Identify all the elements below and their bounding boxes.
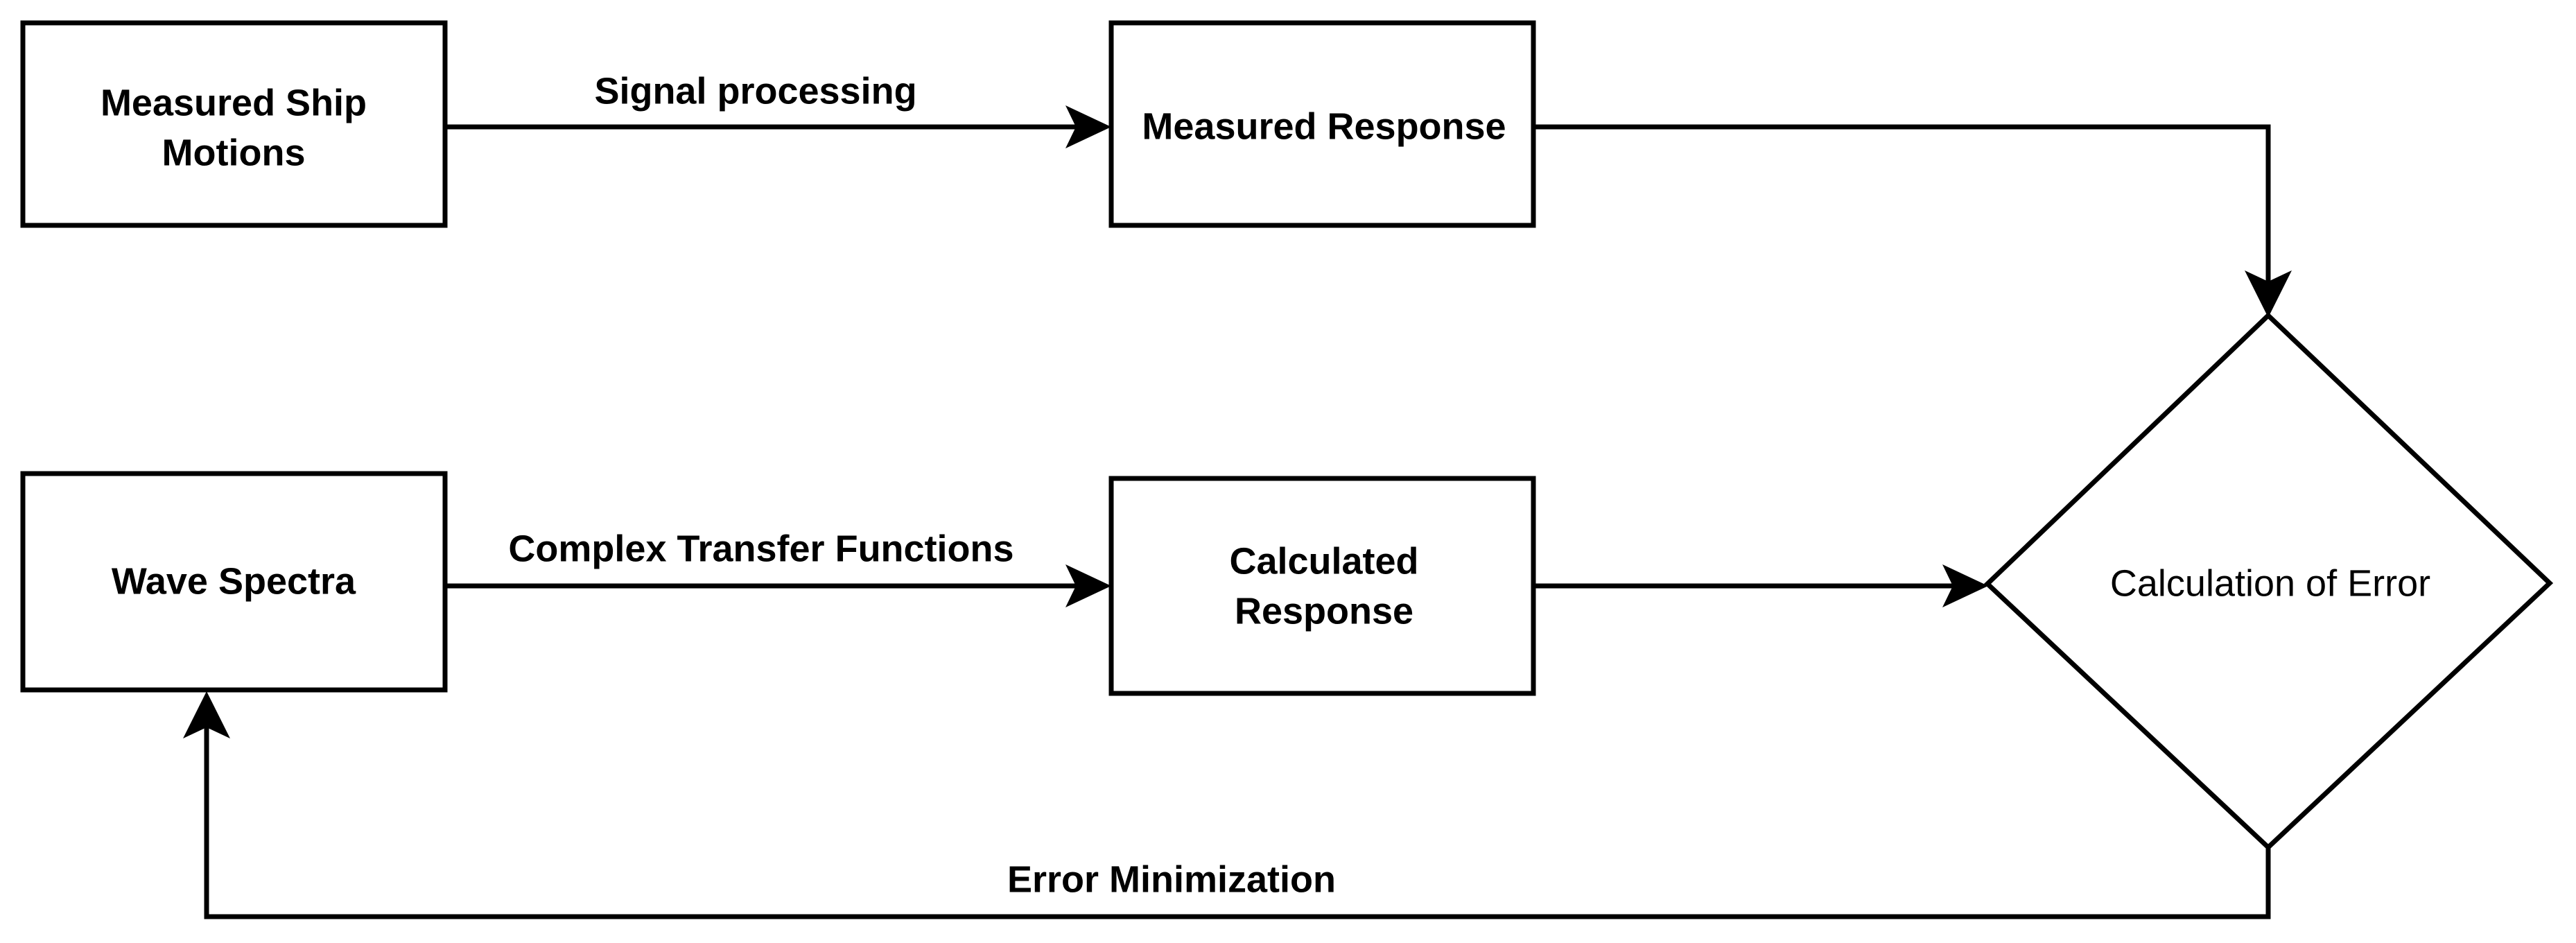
edge-error-minimization — [183, 691, 2271, 919]
edge-label-signal-processing: Signal processing — [594, 70, 916, 112]
node-measured-ship-motions-shape[interactable] — [20, 20, 448, 228]
node-calculated-response-shape[interactable] — [1108, 476, 1536, 696]
node-measured-response-label-line1: Measured Response — [1142, 105, 1506, 147]
edge-calculated-response-to-error-arrowhead — [1942, 564, 1988, 607]
edge-measured-response-to-error — [1533, 124, 2292, 318]
node-calculated-response-label-line1: Calculated — [1229, 540, 1418, 582]
node-calculated-response-label-line2: Response — [1235, 590, 1413, 632]
node-measured-ship-motions-label-line2: Motions — [162, 132, 306, 173]
node-calculation-of-error-label: Calculation of Error — [2110, 562, 2430, 604]
edge-measured-response-to-error-arrowhead — [2245, 270, 2292, 318]
edge-signal-processing-arrowhead — [1065, 105, 1111, 148]
edge-calculated-response-to-error — [1533, 564, 1988, 607]
node-wave-spectra[interactable]: Wave Spectra — [20, 471, 448, 693]
node-calculation-of-error-shape[interactable] — [1983, 312, 2554, 851]
node-measured-response[interactable]: Measured Response — [1108, 20, 1536, 228]
edge-error-minimization-arrowhead — [183, 691, 230, 738]
node-measured-ship-motions-label-line1: Measured Ship — [101, 82, 367, 123]
node-calculation-of-error[interactable]: Calculation of Error — [1983, 312, 2554, 851]
edge-signal-processing — [445, 105, 1111, 148]
edge-measured-response-to-error-line — [1533, 124, 2271, 298]
node-measured-ship-motions[interactable]: Measured Ship Motions — [20, 20, 448, 228]
edge-complex-transfer-functions-arrowhead — [1065, 564, 1111, 607]
edge-label-error-minimization: Error Minimization — [1007, 858, 1336, 900]
node-wave-spectra-label-line1: Wave Spectra — [112, 560, 356, 602]
edge-complex-transfer-functions — [445, 564, 1111, 607]
node-wave-spectra-shape[interactable] — [20, 471, 448, 693]
edge-error-minimization-line — [204, 711, 2271, 919]
node-calculated-response[interactable]: Calculated Response — [1108, 476, 1536, 696]
edge-label-complex-transfer-functions: Complex Transfer Functions — [508, 528, 1013, 569]
node-measured-response-shape[interactable] — [1108, 20, 1536, 228]
